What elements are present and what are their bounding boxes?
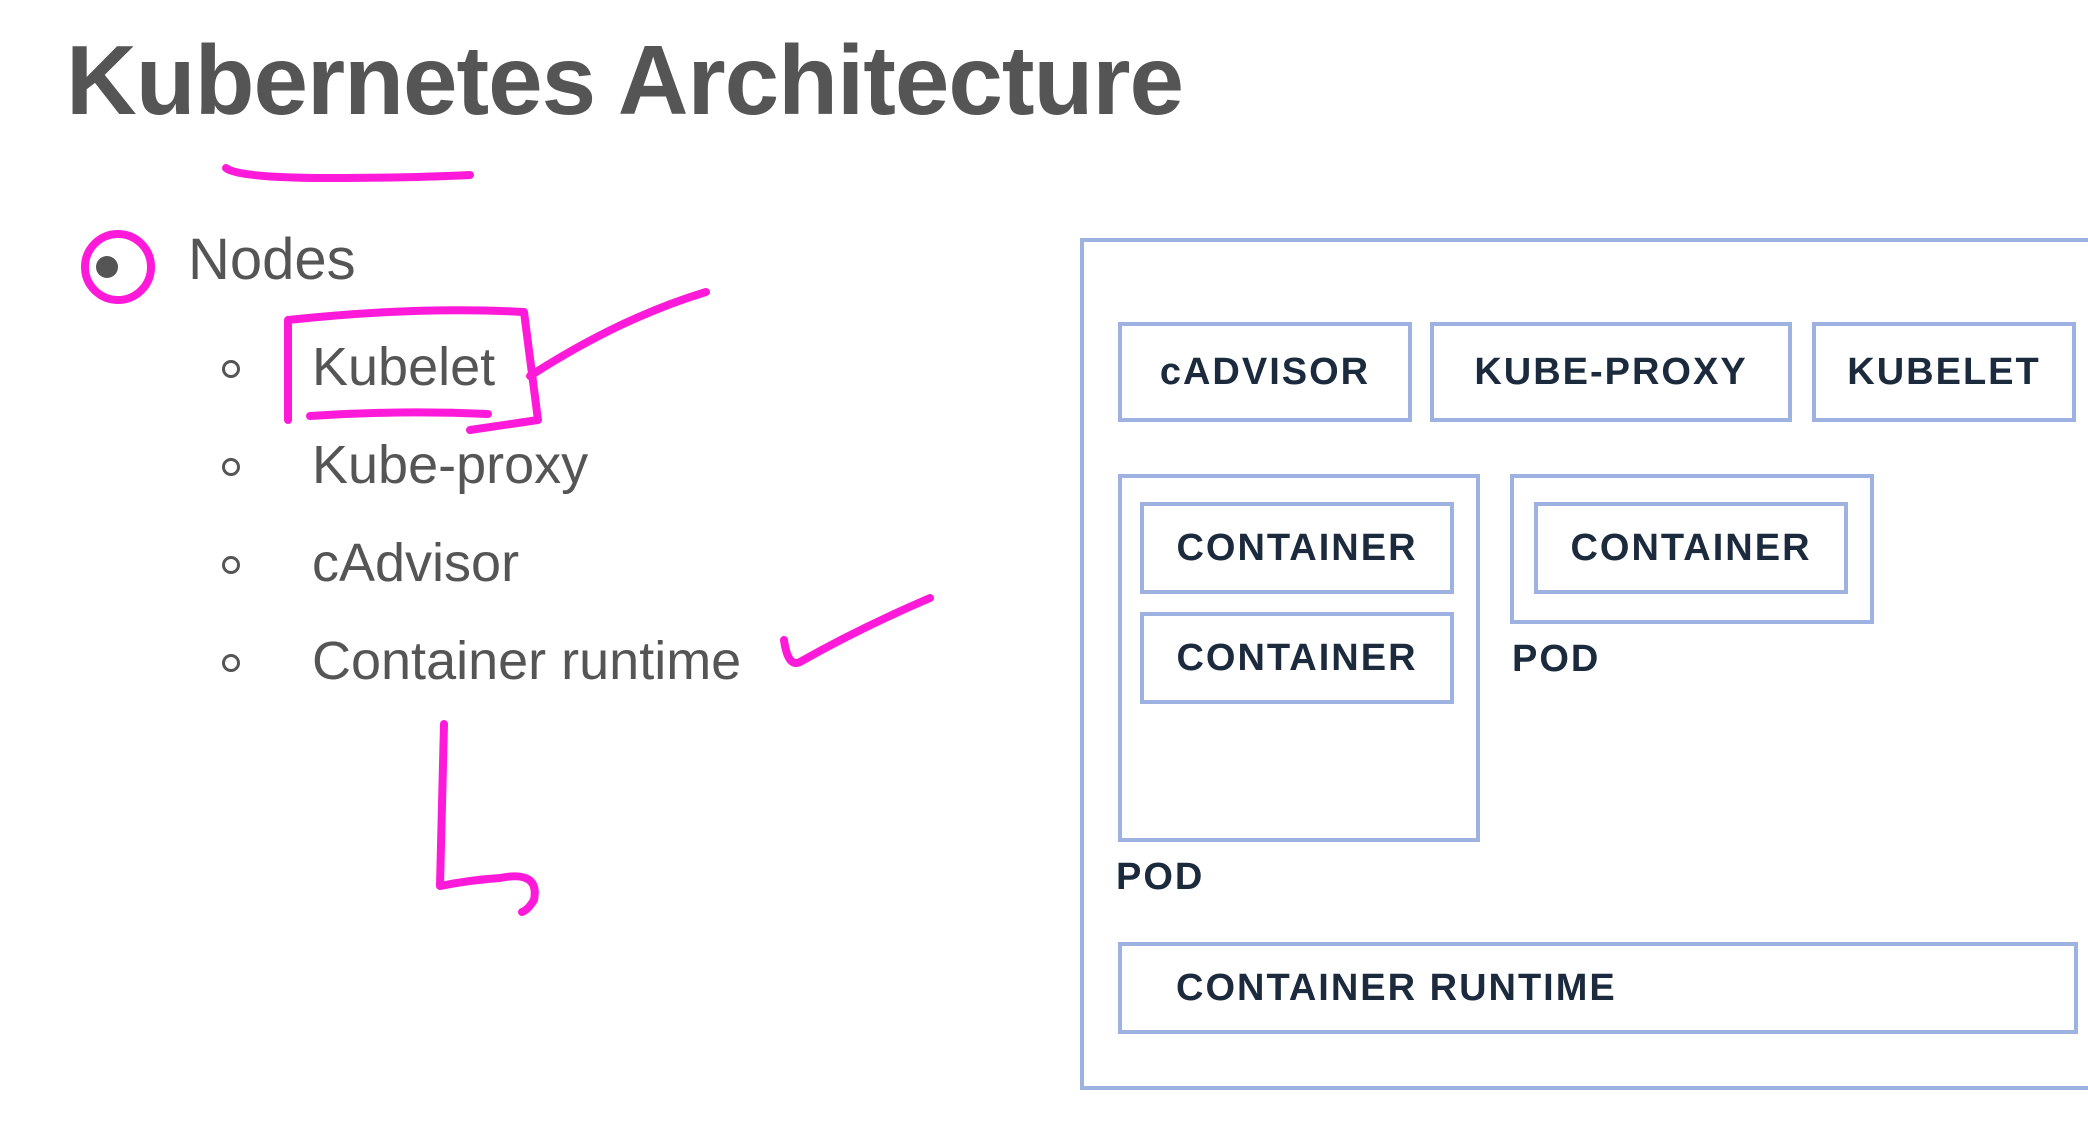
list-item-kubelet: Kubelet (0, 336, 900, 406)
container-box: CONTAINER (1140, 502, 1454, 594)
hollow-bullet-icon (222, 654, 240, 672)
container-box: CONTAINER (1140, 612, 1454, 704)
pod-frame-1 (1118, 474, 1480, 842)
list-item-label: Container runtime (312, 631, 742, 691)
cadvisor-box: cADVISOR (1118, 322, 1412, 422)
kubelet-underline-annotation (306, 408, 492, 420)
container-box: CONTAINER (1534, 502, 1848, 594)
nodes-label: Nodes (188, 227, 356, 292)
filled-bullet-icon (96, 256, 118, 278)
pod-frame-2 (1510, 474, 1874, 624)
list-item-label: Kube-proxy (312, 435, 589, 495)
hollow-bullet-icon (222, 556, 240, 574)
pod-label: POD (1512, 638, 1601, 680)
list-item-cadvisor: cAdvisor (0, 532, 900, 602)
kube-proxy-box: KUBE-PROXY (1430, 322, 1792, 422)
runtime-arrow-annotation (436, 720, 539, 916)
hollow-bullet-icon (222, 360, 240, 378)
list-item-kube-proxy: Kube-proxy (0, 434, 900, 504)
kubelet-box: KUBELET (1812, 322, 2076, 422)
list-item-label: Kubelet (312, 337, 496, 397)
list-item-container-runtime: Container runtime (0, 630, 900, 700)
nodes-bullet-circle-annotation (81, 230, 155, 304)
pod-label: POD (1116, 856, 1205, 898)
title-underline-annotation (222, 164, 474, 182)
hollow-bullet-icon (222, 458, 240, 476)
list-item-label: cAdvisor (312, 533, 520, 593)
container-runtime-box: CONTAINER RUNTIME (1118, 942, 2078, 1034)
slide-title: Kubernetes Architecture (66, 25, 1184, 135)
node-frame (1080, 238, 2088, 1090)
